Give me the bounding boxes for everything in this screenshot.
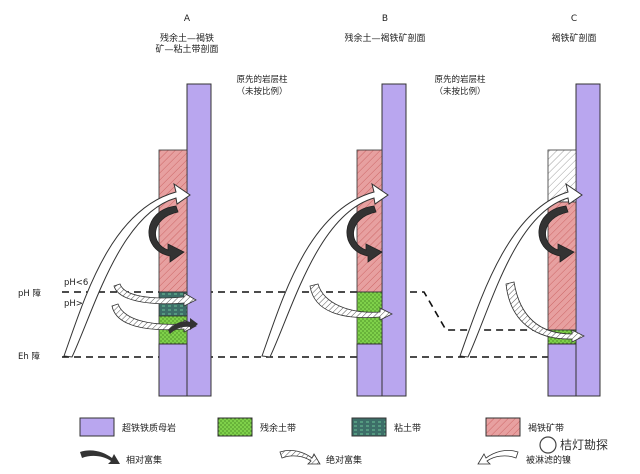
column-a-title-2: 矿—粘土带剖面: [155, 43, 218, 55]
leached-arrow-a: [63, 182, 191, 358]
absolute-arrow-a-1: [113, 283, 197, 307]
profile-column-b: [356, 83, 407, 397]
column-b-letter: B: [382, 14, 388, 24]
profile-column-a: [158, 83, 212, 397]
column-b-title: 残余土—褐铁矿剖面: [344, 32, 425, 44]
legend-label-saprolite: 残余土带: [260, 422, 296, 434]
legend-swatch-ultramafic: [79, 417, 115, 437]
legend-arrow-relative-icon: [80, 450, 120, 464]
ph-barrier-label: pH 障: [18, 288, 41, 299]
legend-arrow-absolute-icon: [279, 450, 321, 465]
profile-column-c: [547, 83, 601, 397]
watermark-logo-icon: [539, 436, 557, 454]
watermark: 桔灯勘探: [539, 436, 608, 454]
ph-barrier-line: [62, 291, 584, 331]
ph-gt-label: pH>6: [64, 299, 88, 309]
column-note-a-1: 原先的岩层柱: [236, 74, 288, 85]
column-c-letter: C: [571, 14, 577, 24]
legend-label-clay: 粘土带: [394, 422, 421, 434]
column-a-letter: A: [184, 14, 191, 24]
leached-arrow-b: [261, 182, 389, 358]
legend-arrow-absolute-label: 绝对富集: [326, 454, 362, 466]
legend-swatch-clay: [351, 417, 387, 437]
column-c-title: 褐铁矿剖面: [551, 32, 596, 44]
legend-arrow-relative-label: 相对富集: [126, 454, 162, 466]
relative-arrow-a-small: [168, 318, 198, 334]
relative-arrow-c: [538, 205, 575, 263]
ph-lt-label: pH<6: [64, 278, 88, 288]
relative-arrow-b: [346, 205, 383, 263]
legend-arrow-leached-icon: [477, 450, 519, 465]
column-a-title-1: 残余土—褐铁: [160, 32, 214, 44]
legend: 超铁铁质母岩 残余土带 粘土带 褐铁矿带 相对富集 绝对富集 被淋滤的镍: [79, 417, 571, 466]
watermark-text: 桔灯勘探: [560, 438, 608, 452]
legend-label-ultramafic: 超铁铁质母岩: [122, 422, 176, 434]
absolute-arrow-c: [505, 281, 585, 343]
leached-arrow-c: [459, 182, 583, 358]
column-note-b-1: 原先的岩层柱: [434, 74, 486, 85]
eh-barrier-label: Eh 障: [18, 351, 40, 362]
absolute-arrow-b: [309, 283, 393, 321]
legend-swatch-limonite: [485, 417, 521, 437]
relative-arrow-a: [148, 205, 185, 263]
legend-swatch-saprolite: [217, 417, 253, 437]
legend-arrow-leached-label: 被淋滤的镍: [526, 454, 571, 466]
column-note-b-2: （未按比例）: [434, 86, 485, 97]
column-note-a-2: （未按比例）: [236, 86, 287, 97]
legend-label-limonite: 褐铁矿带: [528, 422, 564, 434]
